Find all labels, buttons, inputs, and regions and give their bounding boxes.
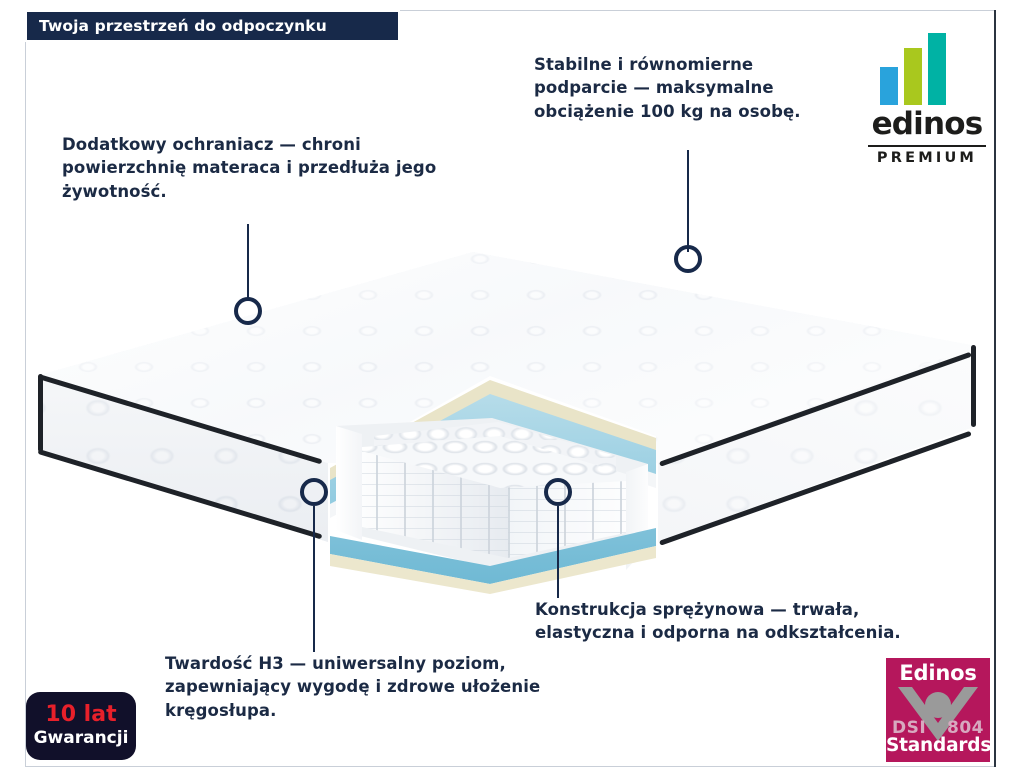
- logo-bars: [880, 33, 946, 105]
- callout-marker-top-right[interactable]: [674, 245, 702, 273]
- callout-text-bottom-right: Konstrukcja sprężynowa — trwała, elastyc…: [535, 600, 901, 643]
- cavity-wall-left: [336, 426, 362, 540]
- standards-label: Standards: [886, 735, 992, 756]
- mattress-illustration: [18, 250, 978, 610]
- logo-divider: [868, 145, 986, 147]
- callout-text-bottom-left: Twardość H3 — uniwersalny poziom, zapewn…: [165, 654, 541, 720]
- callout-marker-bottom-right[interactable]: [544, 478, 572, 506]
- warranty-years: 10 lat: [45, 701, 117, 727]
- callout-marker-top-left[interactable]: [234, 297, 262, 325]
- leader-line-bottom-right: [557, 506, 559, 598]
- bar-teal: [928, 33, 946, 105]
- bar-green: [904, 48, 922, 105]
- leader-line-top-right: [687, 150, 689, 252]
- logo-wordmark: edinos: [871, 106, 984, 142]
- standards-code-left: DSI: [892, 718, 927, 738]
- header-banner: Twoja przestrzeń do odpoczynku: [25, 10, 400, 42]
- standards-v-mark: [898, 687, 978, 741]
- standards-brand: Edinos: [899, 661, 977, 685]
- page-title: Twoja przestrzeń do odpoczynku: [39, 17, 327, 35]
- callout-marker-bottom-left[interactable]: [300, 478, 328, 506]
- warranty-badge: 10 lat Gwarancji: [26, 692, 136, 760]
- edinos-logo: edinos PREMIUM: [862, 33, 992, 173]
- logo-subtitle: PREMIUM: [876, 150, 978, 166]
- piping-corner-left: [38, 374, 43, 452]
- callout-text-top-right: Stabilne i równomierne podparcie — maksy…: [534, 55, 801, 121]
- standards-code-right: 804: [947, 718, 984, 738]
- leader-line-bottom-left: [313, 506, 315, 652]
- callout-text-top-left: Dodatkowy ochraniacz — chroni powierzchn…: [62, 135, 437, 201]
- standards-badge: Edinos DSI 804 Standards: [886, 658, 992, 762]
- piping-corner-right: [971, 345, 976, 427]
- page-frame-right-edge: [994, 10, 996, 767]
- warranty-label: Gwarancji: [33, 727, 129, 748]
- leader-line-top-left: [247, 224, 249, 300]
- bar-blue: [880, 67, 898, 105]
